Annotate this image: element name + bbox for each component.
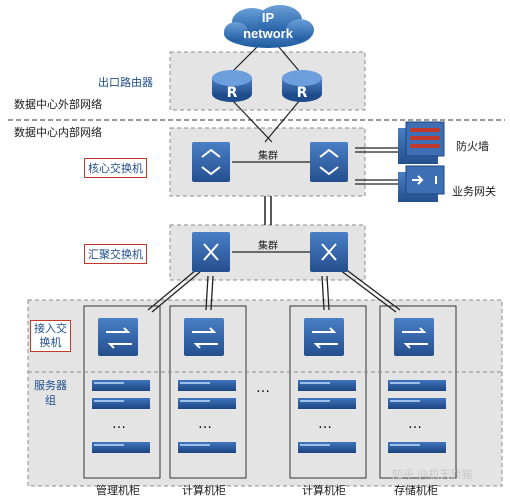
rack-label-compute: 计算机柜 <box>302 484 346 497</box>
service-gateway-label: 业务网关 <box>452 185 496 198</box>
router-icon: R <box>282 70 322 102</box>
server-ellipsis: … <box>198 416 212 432</box>
router-icon: R <box>212 70 252 102</box>
access-switch-icon <box>394 318 434 356</box>
watermark: 知乎 @机天熊猫 <box>392 468 473 481</box>
router-1-letter: R <box>227 85 238 101</box>
rack-ellipsis: … <box>256 380 270 396</box>
router-2-letter: R <box>297 85 308 101</box>
aggregation-cluster-label: 集群 <box>258 241 278 252</box>
rack-3-frame <box>289 305 367 479</box>
rack-1-frame <box>83 305 161 479</box>
server-group-label: 服务器 组 <box>34 378 67 408</box>
server-icons <box>92 380 446 453</box>
ip-network-cloud-icon: IP network <box>224 5 314 48</box>
link-cloud-router2 <box>277 45 301 73</box>
firewall-label: 防火墙 <box>456 140 489 153</box>
server-ellipsis: … <box>112 416 126 432</box>
outside-network-label: 数据中心外部网络 <box>14 98 102 111</box>
core-switch-icon <box>310 142 348 182</box>
firewall-icon <box>398 121 445 164</box>
rack-label-storage: 存储机柜 <box>394 484 438 497</box>
access-switch-label: 接入交 换机 <box>30 320 71 352</box>
access-switch-icon <box>98 318 138 356</box>
core-switch-icon <box>192 142 230 182</box>
link-router2-core <box>264 99 301 143</box>
cloud-label-network: network <box>243 26 294 41</box>
server-ellipsis: … <box>408 416 422 432</box>
rack-2-frame <box>169 305 247 479</box>
aggregation-switch-icon <box>192 232 230 272</box>
core-cluster-label: 集群 <box>258 151 278 162</box>
rack-label-compute: 计算机柜 <box>182 484 226 497</box>
rack-columns <box>83 305 457 479</box>
aggregation-switch-label: 汇聚交换机 <box>84 244 147 264</box>
server-group-label-line1: 服务器 <box>34 379 67 392</box>
egress-router-label: 出口路由器 <box>98 76 153 89</box>
inside-network-label: 数据中心内部网络 <box>14 126 102 139</box>
access-switch-icon <box>184 318 224 356</box>
core-switch-label: 核心交换机 <box>84 158 147 178</box>
access-switch-label-line1: 接入交 <box>34 322 67 335</box>
aggregation-switch-icon <box>310 232 348 272</box>
service-gateway-icon <box>398 165 445 202</box>
server-group-label-line2: 组 <box>45 394 56 407</box>
link-cloud-router1 <box>231 45 259 73</box>
rack-4-frame <box>379 305 457 479</box>
link-router1-core <box>231 99 273 143</box>
agg-access-links <box>147 267 401 313</box>
rack-label-management: 管理机柜 <box>96 484 140 497</box>
server-ellipsis: … <box>318 416 332 432</box>
access-switch-label-line2: 换机 <box>39 336 62 349</box>
access-switch-icon <box>304 318 344 356</box>
cloud-label-ip: IP <box>262 10 275 25</box>
egress-zone <box>169 51 366 111</box>
